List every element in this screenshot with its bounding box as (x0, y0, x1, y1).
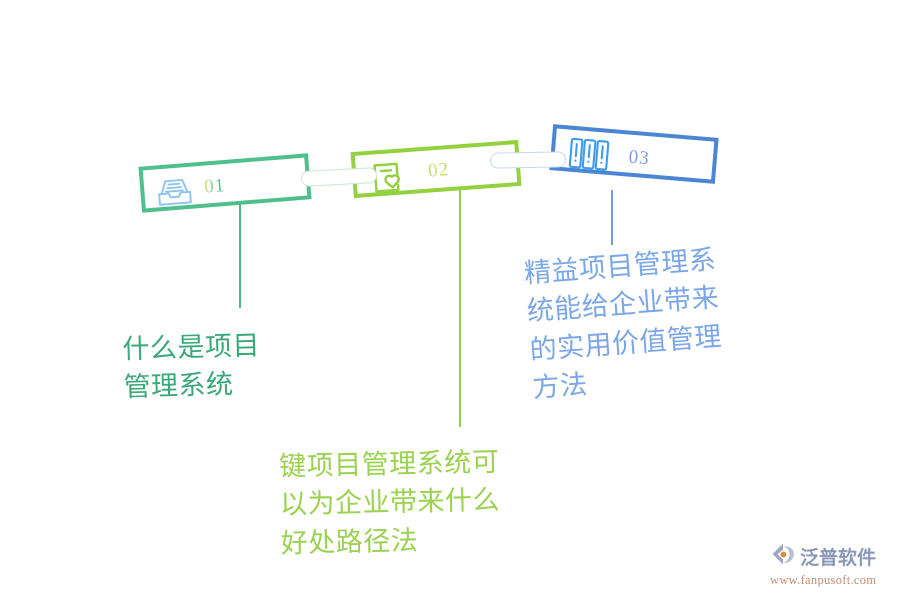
caption-step-3: 精益项目管理系 统能给企业带来 的实用价值管理 方法 (523, 244, 723, 404)
leader-line-step-3 (611, 190, 614, 245)
step-box-03: 03 (549, 124, 719, 184)
caption-step-1: 什么是项目 管理系统 (122, 330, 261, 403)
step-number-03: 03 (627, 146, 651, 170)
leader-line-step-1 (239, 203, 242, 308)
connector-capsule-2-3 (489, 151, 567, 169)
brand-name: 泛普软件 (800, 548, 877, 569)
inbox-tray-icon (153, 172, 194, 211)
leader-line-step-2 (459, 190, 462, 427)
fanpu-logo-icon (770, 541, 796, 572)
brand-url: www.fanpusoft.com (770, 573, 877, 587)
step-box-01: 01 (138, 153, 312, 213)
step-number-02: 02 (427, 159, 450, 182)
caption-step-2: 键项目管理系统可 以为企业带来什么 好处路径法 (278, 446, 501, 559)
archive-files-icon (565, 133, 612, 175)
brand-logo: 泛普软件 www.fanpusoft.com (770, 541, 892, 588)
step-number-01: 01 (203, 175, 227, 198)
step-box-02: 02 (350, 139, 522, 199)
